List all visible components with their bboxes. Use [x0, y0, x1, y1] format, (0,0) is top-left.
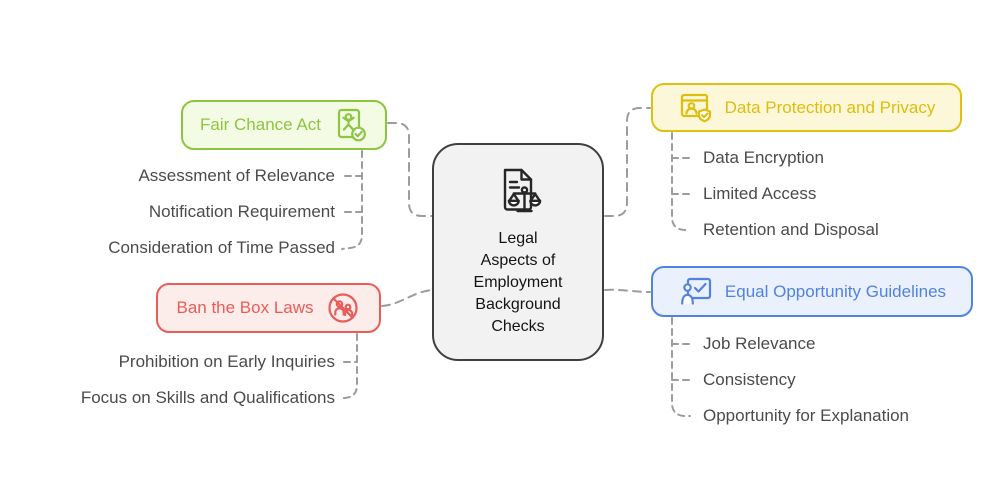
legal-document-scales-icon: [493, 166, 543, 220]
branch-label: Fair Chance Act: [200, 115, 321, 134]
branch-connector-data-protection: [604, 107, 651, 217]
leaf-notification-requirement: Notification Requirement: [148, 202, 335, 221]
branch-label: Equal Opportunity Guidelines: [724, 281, 947, 301]
leaf-consistency: Consistency: [703, 370, 796, 389]
leaf-prohibition-on-early-inquiries: Prohibition on Early Inquiries: [118, 352, 335, 371]
leaf-connectors-ban-the-box: [339, 333, 358, 399]
branch-connector-equal-opportunity: [604, 288, 651, 293]
leaf-consideration-of-time-passed: Consideration of Time Passed: [108, 238, 335, 257]
leaf-connectors-data-protection: [671, 132, 695, 231]
central-title: Legal Aspects of Employment Background C…: [473, 230, 563, 335]
window-user-shield-check-icon: [678, 90, 714, 126]
leaf-data-encryption: Data Encryption: [703, 148, 824, 167]
leaf-retention-and-disposal: Retention and Disposal: [703, 220, 879, 239]
branch-connector-ban-the-box: [381, 289, 434, 307]
leaf-opportunity-for-explanation: Opportunity for Explanation: [703, 406, 910, 425]
leaf-job-relevance: Job Relevance: [703, 334, 816, 353]
central-node: Legal Aspects of Employment Background C…: [432, 143, 604, 361]
no-people-prohibition-icon: [325, 290, 361, 326]
leaf-focus-on-skills-and-qualifications: Focus on Skills and Qualifications: [80, 388, 335, 407]
branch-node-equal-opportunity-guidelines: Equal Opportunity Guidelines: [651, 266, 973, 317]
branch-connector-fair-chance: [387, 122, 434, 217]
branch-node-ban-the-box-laws: Ban the Box Laws: [156, 283, 381, 333]
leaf-connectors-equal-opportunity: [671, 317, 695, 417]
leaf-assessment-of-relevance: Assessment of Relevance: [138, 166, 335, 185]
branch-label: Data Protection and Privacy: [724, 97, 936, 117]
branch-node-fair-chance-act: Fair Chance Act: [181, 100, 387, 150]
branch-label: Ban the Box Laws: [176, 298, 314, 317]
id-scan-check-icon: [332, 107, 368, 143]
leaf-limited-access: Limited Access: [703, 184, 817, 203]
person-checkboard-icon: [678, 274, 714, 310]
branch-node-data-protection-and-privacy: Data Protection and Privacy: [651, 83, 962, 132]
leaf-connectors-fair-chance: [341, 150, 363, 250]
